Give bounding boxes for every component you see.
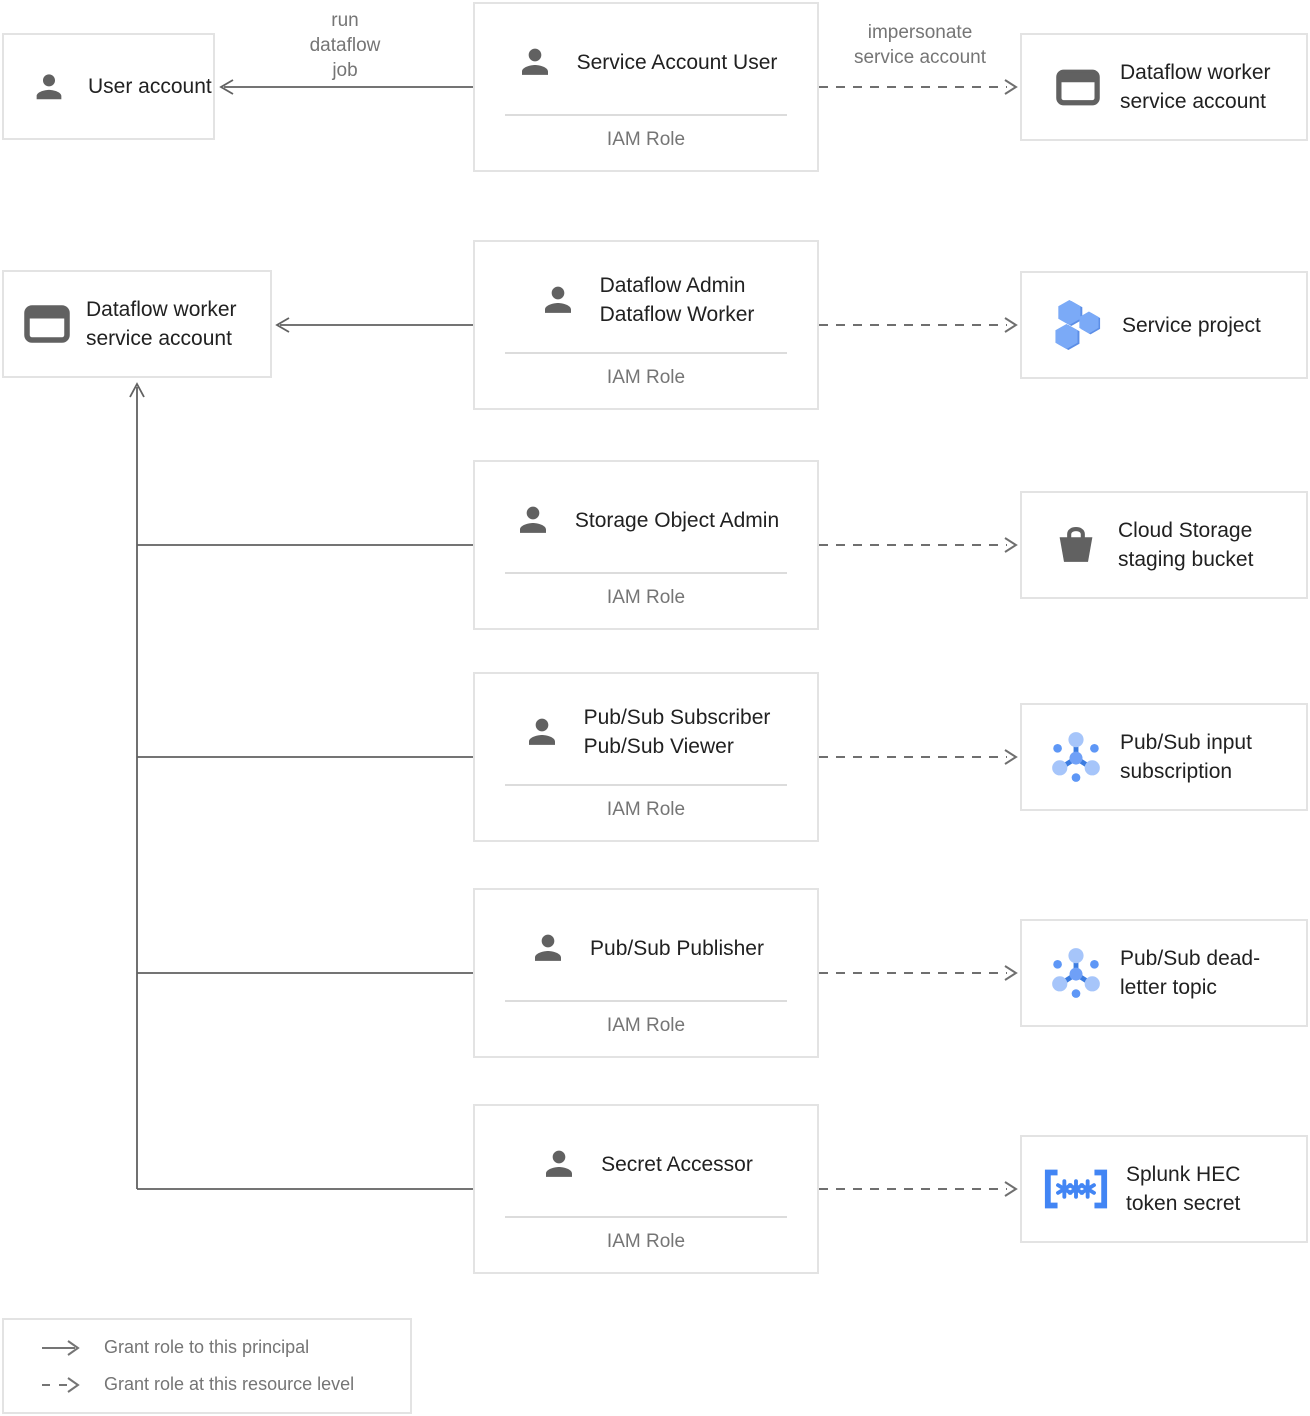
edge-to-service-project-arrowhead	[1004, 317, 1018, 333]
dashed-arrow-icon	[42, 1376, 80, 1393]
role-footer: IAM Role	[606, 1015, 686, 1036]
role-title-row: Pub/Sub Subscriber Pub/Sub Viewer	[475, 674, 817, 784]
role-title: Pub/Sub Publisher	[590, 936, 764, 960]
node-label: Pub/Sub dead-letter topic	[1120, 947, 1261, 999]
legend-row-solid: Grant role to this principal	[40, 1337, 410, 1358]
edge-label-line: impersonate	[867, 22, 973, 43]
node-dataflow-worker-service-account-left: Dataflow worker service account	[2, 270, 272, 378]
person-icon	[519, 506, 546, 533]
role-footer: IAM Role	[606, 129, 686, 150]
node-label: Dataflow worker service account	[1120, 61, 1271, 113]
solid-arrow-icon	[42, 1339, 80, 1356]
edge-to-dead-letter-topic-arrowhead	[1004, 965, 1018, 981]
edge-label-line: service account	[853, 47, 986, 68]
role-footer: IAM Role	[606, 367, 686, 388]
project-hexagons-icon	[1055, 300, 1101, 350]
legend-row-dashed: Grant role at this resource level	[40, 1374, 410, 1395]
role-box-pubsub-publisher: Pub/Sub Publisher IAM Role	[473, 888, 819, 1058]
role-title-row: Dataflow Admin Dataflow Worker	[475, 242, 817, 352]
role-footer: IAM Role	[606, 799, 686, 820]
node-service-project: Service project	[1020, 271, 1308, 379]
role-title-line: Dataflow Worker	[599, 303, 755, 326]
role-title-row: Secret Accessor	[475, 1106, 817, 1216]
role-title: Storage Object Admin	[574, 508, 780, 532]
role-box-service-account-user: Service Account User IAM Role	[473, 2, 819, 172]
role-title-line: Pub/Sub Viewer	[583, 735, 734, 758]
role-title: Secret Accessor	[601, 1152, 753, 1176]
legend-label-solid: Grant role to this principal	[104, 1337, 310, 1357]
divider	[505, 352, 787, 354]
pubsub-icon	[1052, 948, 1100, 998]
person-icon	[544, 286, 571, 313]
role-footer: IAM Role	[606, 1231, 686, 1252]
node-pubsub-input-subscription: Pub/Sub input subscription	[1020, 703, 1308, 811]
node-cloud-storage-staging-bucket: Cloud Storage staging bucket	[1020, 491, 1308, 599]
service-account-icon	[24, 305, 70, 343]
legend-label-dashed: Grant role at this resource level	[104, 1374, 355, 1394]
user-icon	[36, 73, 62, 99]
node-splunk-hec-token-secret: Splunk HEC token secret	[1020, 1135, 1308, 1243]
edge-label-impersonate-service-account: impersonate service account	[838, 20, 1002, 70]
role-title-line: Dataflow Admin	[599, 274, 746, 297]
node-dataflow-worker-service-account-right: Dataflow worker service account	[1020, 33, 1308, 141]
person-icon	[535, 934, 562, 961]
divider	[505, 572, 787, 574]
role-footer: IAM Role	[606, 587, 686, 608]
role-box-dataflow-admin-worker: Dataflow Admin Dataflow Worker IAM Role	[473, 240, 819, 410]
pubsub-icon	[1052, 732, 1100, 782]
role-box-storage-object-admin: Storage Object Admin IAM Role	[473, 460, 819, 630]
role-title-row: Pub/Sub Publisher	[475, 890, 817, 1000]
node-pubsub-dead-letter-topic: Pub/Sub dead-letter topic	[1020, 919, 1308, 1027]
edge-trunk-up-arrowhead	[129, 382, 145, 398]
role-title: Pub/Sub Subscriber Pub/Sub Viewer	[584, 703, 771, 761]
person-icon	[546, 1150, 573, 1177]
edge-to-staging-bucket-arrowhead	[1004, 537, 1018, 553]
person-icon	[521, 48, 548, 75]
person-icon	[528, 718, 555, 745]
role-title-row: Storage Object Admin	[475, 462, 817, 572]
edge-run-dataflow-job-arrowhead	[219, 79, 234, 95]
node-label: User account	[88, 75, 212, 98]
edge-label-line: dataflow	[309, 35, 381, 56]
role-title: Service Account User	[576, 50, 778, 74]
role-box-pubsub-subscriber-viewer: Pub/Sub Subscriber Pub/Sub Viewer IAM Ro…	[473, 672, 819, 842]
node-label: Service project	[1122, 313, 1261, 337]
divider	[505, 1216, 787, 1218]
edge-to-input-subscription-arrowhead	[1004, 749, 1018, 765]
service-account-icon	[1056, 69, 1100, 105]
edge-to-token-secret-arrowhead	[1004, 1181, 1018, 1197]
node-user-account: User account	[2, 33, 215, 140]
legend: Grant role to this principal Grant role …	[2, 1318, 412, 1414]
node-label: Splunk HEC token secret	[1126, 1163, 1241, 1215]
secret-icon	[1044, 1169, 1108, 1209]
edge-impersonate-arrowhead	[1004, 79, 1018, 95]
edge-label-run-dataflow-job: run dataflow job	[299, 8, 391, 83]
edge-label-line: run	[331, 10, 359, 31]
divider	[505, 1000, 787, 1002]
node-label: Dataflow worker service account	[86, 298, 237, 350]
storage-bucket-icon	[1059, 527, 1093, 562]
node-label: Pub/Sub input subscription	[1120, 731, 1252, 783]
role-box-secret-accessor: Secret Accessor IAM Role	[473, 1104, 819, 1274]
role-title-row: Service Account User	[475, 4, 817, 114]
divider	[505, 784, 787, 786]
edge-label-line: job	[332, 60, 358, 81]
divider	[505, 114, 787, 116]
edge-dataflow-admin-to-worker-sa-arrowhead	[275, 317, 290, 333]
role-title-line: Pub/Sub Subscriber	[583, 706, 771, 729]
role-title: Dataflow Admin Dataflow Worker	[600, 271, 755, 329]
node-label: Cloud Storage staging bucket	[1118, 519, 1254, 571]
